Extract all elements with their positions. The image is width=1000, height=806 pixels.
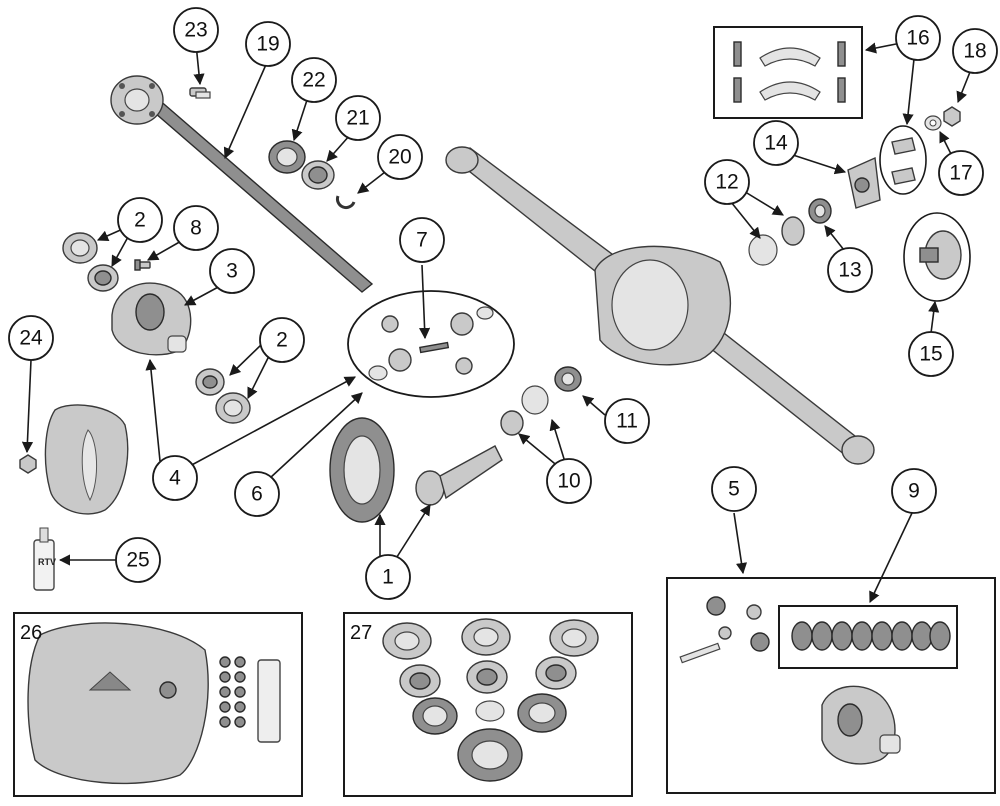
callout-13: 13 [827,247,873,293]
callout-9: 9 [891,468,937,514]
callout-5: 5 [711,466,757,512]
svg-text:5: 5 [728,478,740,501]
rtv-label: RTV [38,557,56,567]
callout-22: 22 [291,57,337,103]
pinion-bearings [500,385,549,436]
svg-text:9: 9 [908,480,920,503]
kit-27-label: 27 [350,622,372,644]
callout-16: 16 [895,15,941,61]
svg-text:21: 21 [346,107,369,130]
differential-case [111,282,192,356]
axle-seal [268,140,306,174]
pinion-yoke [847,156,881,209]
strap-detail-parts [891,137,916,185]
svg-text:3: 3 [226,260,238,283]
svg-text:12: 12 [715,171,738,194]
leader-lines [21,42,971,604]
rtv-sealant-tube: RTV [33,527,56,591]
u-joint-strap-kit [713,26,863,119]
kit-26-label: 26 [20,622,42,644]
svg-text:25: 25 [126,549,149,572]
callout-7: 7 [399,217,445,263]
svg-text:15: 15 [919,343,942,366]
callout-23: 23 [173,7,219,53]
callout-3: 3 [209,248,255,294]
axle-housing [445,146,875,465]
pinion-nut [943,106,961,127]
callout-20: 20 [377,134,423,180]
spider-gear-group [347,290,515,398]
carrier-bearing-upper [62,232,119,292]
callout-11: 11 [604,398,650,444]
strap-detail-circle [879,125,927,195]
svg-text:7: 7 [416,229,428,252]
svg-text:1: 1 [382,566,394,589]
callout-17: 17 [938,150,984,196]
svg-text:24: 24 [19,327,43,350]
svg-text:18: 18 [963,40,986,63]
outer-pinion-bearings [748,216,805,266]
locker-internals [679,596,770,664]
svg-text:17: 17 [949,162,972,185]
crush-sleeve-seal [808,198,832,224]
locker-kit-box [666,577,996,794]
pinion-gear [415,445,503,506]
yoke-washer [924,115,942,131]
callout-14: 14 [753,120,799,166]
differential-cover [44,404,129,515]
svg-text:2: 2 [134,209,146,232]
svg-text:23: 23 [184,19,207,42]
callout-10: 10 [546,458,592,504]
svg-text:13: 13 [838,259,861,282]
callout-24: 24 [8,315,54,361]
carrier-bearing-lower [195,368,251,424]
callout-25: 25 [115,537,161,583]
callout-1: 1 [365,554,411,600]
pinion-shaft-screw [134,259,151,271]
axle-bearing [301,160,335,190]
svg-text:11: 11 [616,410,638,433]
callout-2-upper: 2 [117,197,163,243]
yoke-flange [903,212,971,302]
retaining-ring [335,195,356,210]
clutch-disc-set [791,621,951,651]
svg-text:20: 20 [388,146,411,169]
callout-19: 19 [245,21,291,67]
callout-12: 12 [704,159,750,205]
svg-text:4: 4 [169,467,181,490]
svg-text:22: 22 [302,69,325,92]
kit-sealant-tube [257,659,281,743]
svg-text:10: 10 [557,470,580,493]
flange-bolt [189,87,211,99]
callout-2-lower: 2 [259,317,305,363]
callout-4: 4 [152,455,198,501]
svg-text:16: 16 [906,27,929,50]
svg-text:19: 19 [256,33,279,56]
axle-shaft [110,75,374,293]
cover-kit-box: 26 [13,612,303,797]
bearing-kit-box: 27 [343,612,633,797]
svg-text:6: 6 [251,483,263,506]
svg-text:14: 14 [764,132,788,155]
pinion-seal [554,366,582,392]
cover-bolts [219,656,246,728]
callout-6: 6 [234,471,280,517]
ring-gear [329,417,395,523]
locker-case [821,685,901,765]
callout-8: 8 [173,205,219,251]
callout-15: 15 [908,331,954,377]
callout-21: 21 [335,95,381,141]
svg-text:8: 8 [190,217,202,240]
svg-text:2: 2 [276,329,288,352]
fill-plug [19,454,37,474]
callout-18: 18 [952,28,998,74]
